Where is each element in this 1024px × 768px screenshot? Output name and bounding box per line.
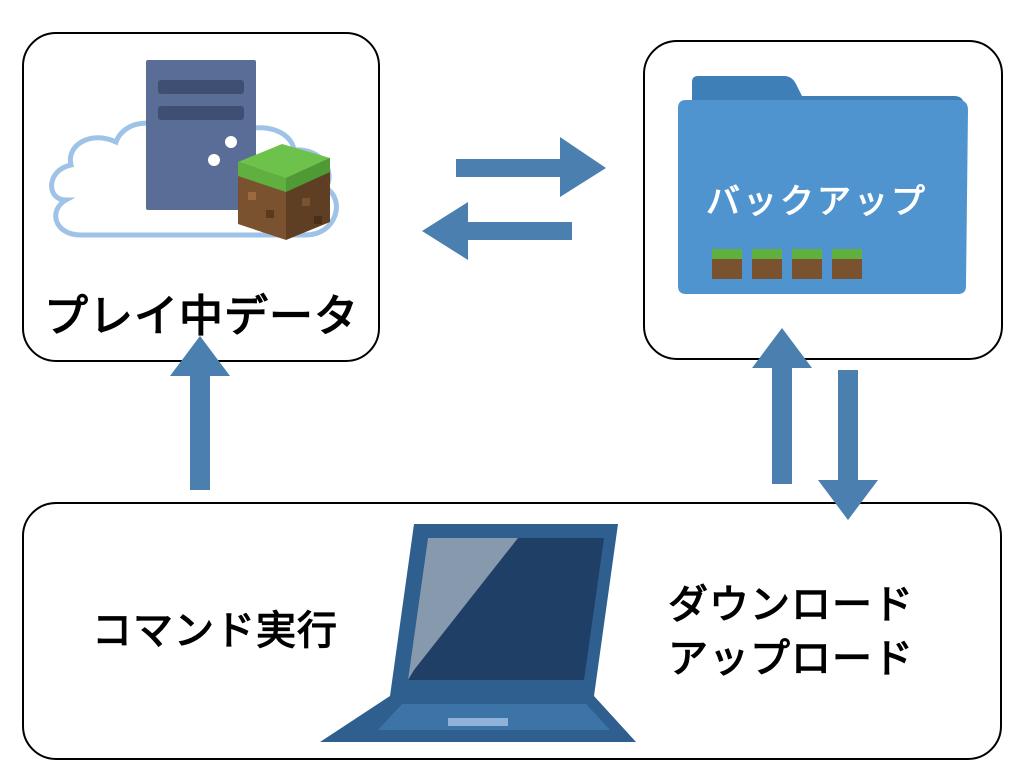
arrow-pc-to-play — [170, 336, 230, 490]
grass-block-icon — [238, 144, 330, 240]
download-upload-label: ダウンロード アップロード — [668, 578, 914, 686]
upload-label: アップロード — [668, 636, 914, 682]
mini-grass-blocks-icon — [712, 249, 862, 279]
arrow-play-to-backup — [456, 137, 606, 197]
download-label: ダウンロード — [668, 582, 914, 628]
folder-icon — [678, 76, 968, 294]
command-label: コマンド実行 — [92, 608, 338, 654]
play-data-label: プレイ中データ — [44, 291, 359, 342]
laptop-icon — [320, 524, 636, 742]
arrow-pc-to-backup — [752, 328, 812, 484]
arrow-backup-to-play — [422, 202, 572, 260]
backup-label: バックアップ — [706, 182, 928, 222]
arrow-backup-to-pc — [818, 370, 878, 520]
